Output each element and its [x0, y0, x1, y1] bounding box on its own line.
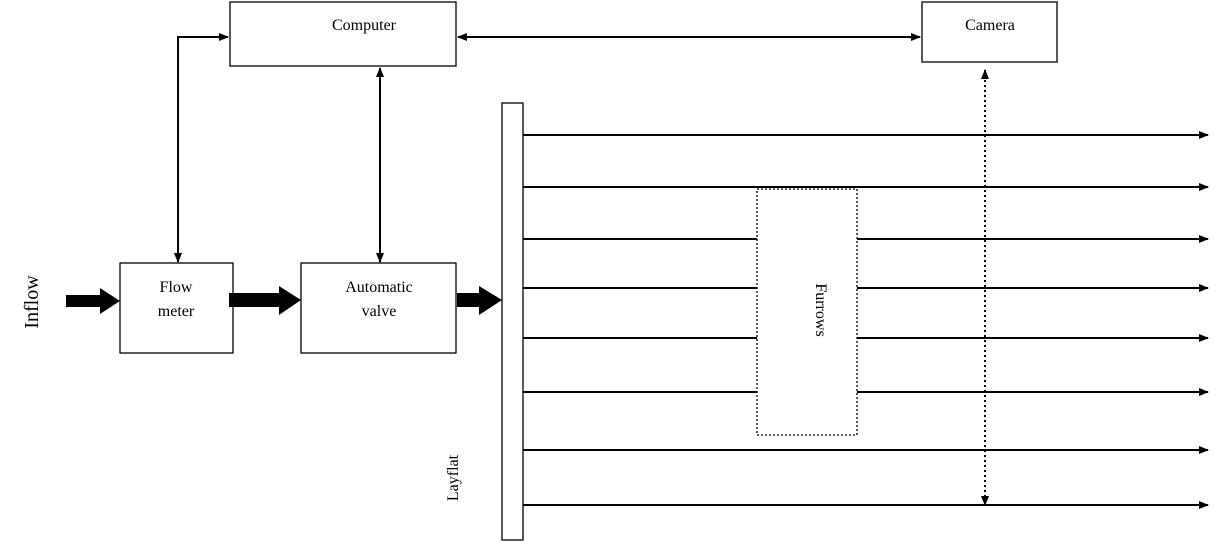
layflat-pipe [501, 102, 524, 541]
automatic-valve-node: Automatic valve [300, 262, 457, 354]
furrows-label: Furrows [812, 283, 829, 336]
flow-meter-label-line1: Flow [160, 279, 193, 296]
computer-flowmeter-connector [174, 33, 229, 263]
inflow-label: Inflow [21, 275, 43, 329]
inflow-arrow [66, 288, 120, 314]
furrow-lines [523, 131, 1209, 509]
valve-to-layflat-arrow [457, 286, 502, 315]
layflat-label: Layflat [445, 454, 462, 501]
furrows-region: Furrows [756, 188, 858, 436]
valve-label-line1: Automatic [345, 279, 413, 296]
computer-label: Computer [332, 17, 397, 34]
flow-meter-label-line2: meter [158, 303, 195, 320]
camera-node: Camera [921, 1, 1058, 63]
flowmeter-to-valve-arrow [229, 286, 301, 315]
valve-label-line2: valve [362, 303, 397, 320]
camera-label: Camera [965, 17, 1015, 34]
flow-meter-node: Flow meter [119, 262, 234, 354]
computer-node: Computer [229, 1, 457, 67]
